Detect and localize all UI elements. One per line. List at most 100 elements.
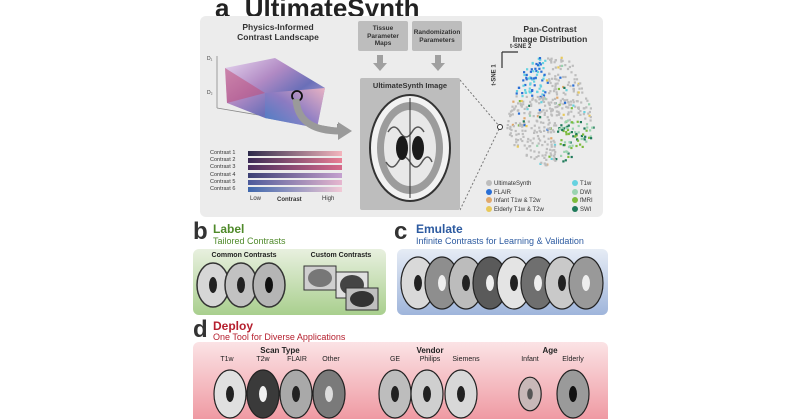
contrast-axis-label: Contrast bbox=[277, 197, 302, 203]
tsne-point bbox=[538, 108, 541, 112]
tsne-point bbox=[561, 64, 564, 67]
tsne-point bbox=[529, 70, 532, 73]
legend-swatch bbox=[572, 197, 578, 203]
panel-c-images bbox=[400, 256, 604, 310]
tsne-point bbox=[566, 83, 570, 86]
tsne-point bbox=[544, 154, 547, 157]
tsne-point bbox=[527, 137, 530, 141]
tsne-point bbox=[565, 120, 568, 123]
tsne-point bbox=[550, 145, 553, 148]
tsne-point bbox=[568, 60, 571, 63]
tsne-point bbox=[571, 144, 574, 147]
tsne-point bbox=[564, 159, 567, 162]
tsne-point bbox=[577, 91, 580, 94]
tsne-point bbox=[523, 112, 526, 115]
tsne-point bbox=[510, 128, 513, 132]
tsne-point bbox=[524, 89, 527, 92]
tsne-point bbox=[533, 124, 536, 127]
tsne-point bbox=[568, 141, 571, 144]
panel-b-images bbox=[196, 262, 379, 311]
deploy-brain-image bbox=[312, 369, 346, 419]
tsne-point bbox=[557, 87, 560, 91]
tsne-point bbox=[530, 103, 533, 106]
tsne-point bbox=[554, 75, 557, 78]
contrast-row-label: Contrast 4 bbox=[210, 171, 236, 178]
tsne-point bbox=[553, 153, 556, 156]
tsne-point bbox=[539, 63, 542, 66]
common-brain-2 bbox=[224, 262, 258, 308]
legend-entry: SWI bbox=[572, 205, 591, 214]
tsne-point bbox=[510, 135, 513, 138]
legend-entry: T1w bbox=[572, 180, 591, 188]
tsne-point bbox=[550, 143, 553, 146]
age-label-infant: Infant bbox=[521, 356, 539, 363]
deploy-brain-image bbox=[410, 369, 444, 419]
tsne-point bbox=[523, 144, 526, 147]
tsne-point bbox=[544, 59, 547, 62]
tsne-point bbox=[552, 154, 556, 158]
tsne-point bbox=[553, 88, 556, 91]
vendor-label-ge: GE bbox=[389, 356, 401, 363]
tsne-point bbox=[541, 144, 544, 147]
tsne-point bbox=[539, 116, 542, 119]
tsne-point bbox=[572, 121, 575, 125]
tsne-point bbox=[543, 73, 546, 76]
tsne-point bbox=[572, 104, 575, 107]
tsne-point bbox=[551, 68, 555, 71]
legend-label: Infant T1w & T2w bbox=[494, 198, 541, 204]
deploy-brain-image bbox=[518, 376, 542, 412]
legend-label: T1w bbox=[580, 181, 592, 187]
tsne-point bbox=[542, 135, 546, 138]
tsne-point bbox=[532, 77, 536, 80]
tsne-point bbox=[555, 124, 558, 127]
tsne-point bbox=[523, 107, 526, 110]
tsne-point bbox=[539, 121, 543, 124]
tsne-point bbox=[563, 86, 566, 89]
custom-image-1 bbox=[303, 265, 337, 291]
tsne-point bbox=[522, 135, 525, 138]
tsne-point bbox=[583, 138, 586, 141]
tsne-point bbox=[566, 67, 570, 71]
tsne-point bbox=[544, 91, 547, 94]
tsne-point bbox=[577, 131, 580, 134]
legend-entry: Elderly T1w & T2w bbox=[486, 205, 544, 214]
tsne-point bbox=[548, 79, 551, 82]
tsne-point bbox=[521, 139, 524, 143]
tsne-point bbox=[533, 131, 536, 134]
tsne-point bbox=[566, 127, 569, 130]
legend-swatch bbox=[572, 180, 578, 186]
tsne-point bbox=[566, 151, 569, 154]
tsne-point bbox=[553, 122, 556, 125]
tsne-point bbox=[538, 57, 542, 60]
tsne-point bbox=[525, 125, 528, 128]
deploy-brain-image bbox=[444, 369, 478, 419]
tsne-point bbox=[572, 90, 575, 93]
flow-arrow bbox=[292, 98, 352, 140]
tsne-point bbox=[586, 99, 589, 102]
tsne-point bbox=[553, 158, 556, 161]
tsne-point bbox=[546, 81, 549, 84]
tsne-point bbox=[583, 107, 586, 110]
tsne-point bbox=[550, 101, 553, 104]
tsne-point bbox=[535, 156, 538, 159]
contrast-row-label: Contrast 3 bbox=[210, 164, 236, 171]
tsne-point bbox=[529, 82, 532, 85]
tsne-point bbox=[575, 132, 578, 136]
tsne1-label: t-SNE 1 bbox=[491, 64, 498, 86]
contrast-row-bar bbox=[248, 172, 342, 178]
contrast-row: Contrast 3 bbox=[210, 164, 345, 171]
tsne-point bbox=[531, 89, 534, 92]
tsne-point bbox=[567, 146, 571, 149]
tsne-point bbox=[576, 120, 579, 123]
tsne-point bbox=[508, 112, 511, 115]
tsne-point bbox=[551, 77, 554, 80]
tsne-point bbox=[592, 126, 595, 129]
tsne-point bbox=[581, 91, 584, 94]
tsne-point bbox=[572, 135, 575, 138]
tsne-point bbox=[553, 61, 556, 64]
tsne-scatter bbox=[501, 51, 595, 167]
tsne-point bbox=[547, 123, 550, 126]
tsne-point bbox=[517, 102, 520, 105]
tsne-point bbox=[543, 111, 546, 114]
